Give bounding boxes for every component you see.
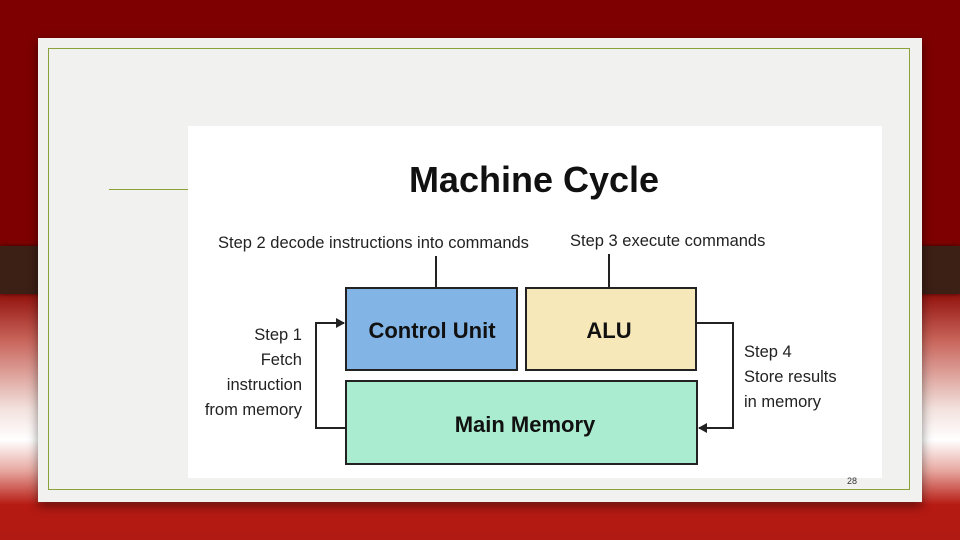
machine-cycle-diagram: Machine Cycle Step 2 decode instructions… xyxy=(188,126,882,478)
step4-line: Step 4 xyxy=(744,343,792,361)
step1-arrow xyxy=(315,318,346,429)
slide-frame xyxy=(48,48,910,490)
step1-line: instruction xyxy=(227,376,302,394)
control-unit-box xyxy=(345,287,518,371)
main-memory-box xyxy=(345,380,698,465)
step4-arrow xyxy=(696,322,734,433)
step1-line: from memory xyxy=(205,401,303,419)
step4-label: Step 4 Store results in memory xyxy=(744,343,837,411)
step1-line: Step 1 xyxy=(254,326,302,344)
step1-label: Step 1 Fetch instruction from memory xyxy=(205,326,303,419)
slide-panel: Machine Cycle Step 2 decode instructions… xyxy=(38,38,922,502)
step2-label: Step 2 decode instructions into commands xyxy=(218,234,529,252)
step4-line: in memory xyxy=(744,393,822,411)
alu-box xyxy=(525,287,697,371)
page-number: 28 xyxy=(846,476,857,486)
main-memory-label: Main Memory xyxy=(455,412,596,437)
alu-label: ALU xyxy=(586,318,631,343)
step1-line: Fetch xyxy=(261,351,302,369)
step4-line: Store results xyxy=(744,368,837,386)
diagram-title: Machine Cycle xyxy=(409,159,659,200)
step3-label: Step 3 execute commands xyxy=(570,232,765,250)
control-unit-label: Control Unit xyxy=(368,318,496,343)
